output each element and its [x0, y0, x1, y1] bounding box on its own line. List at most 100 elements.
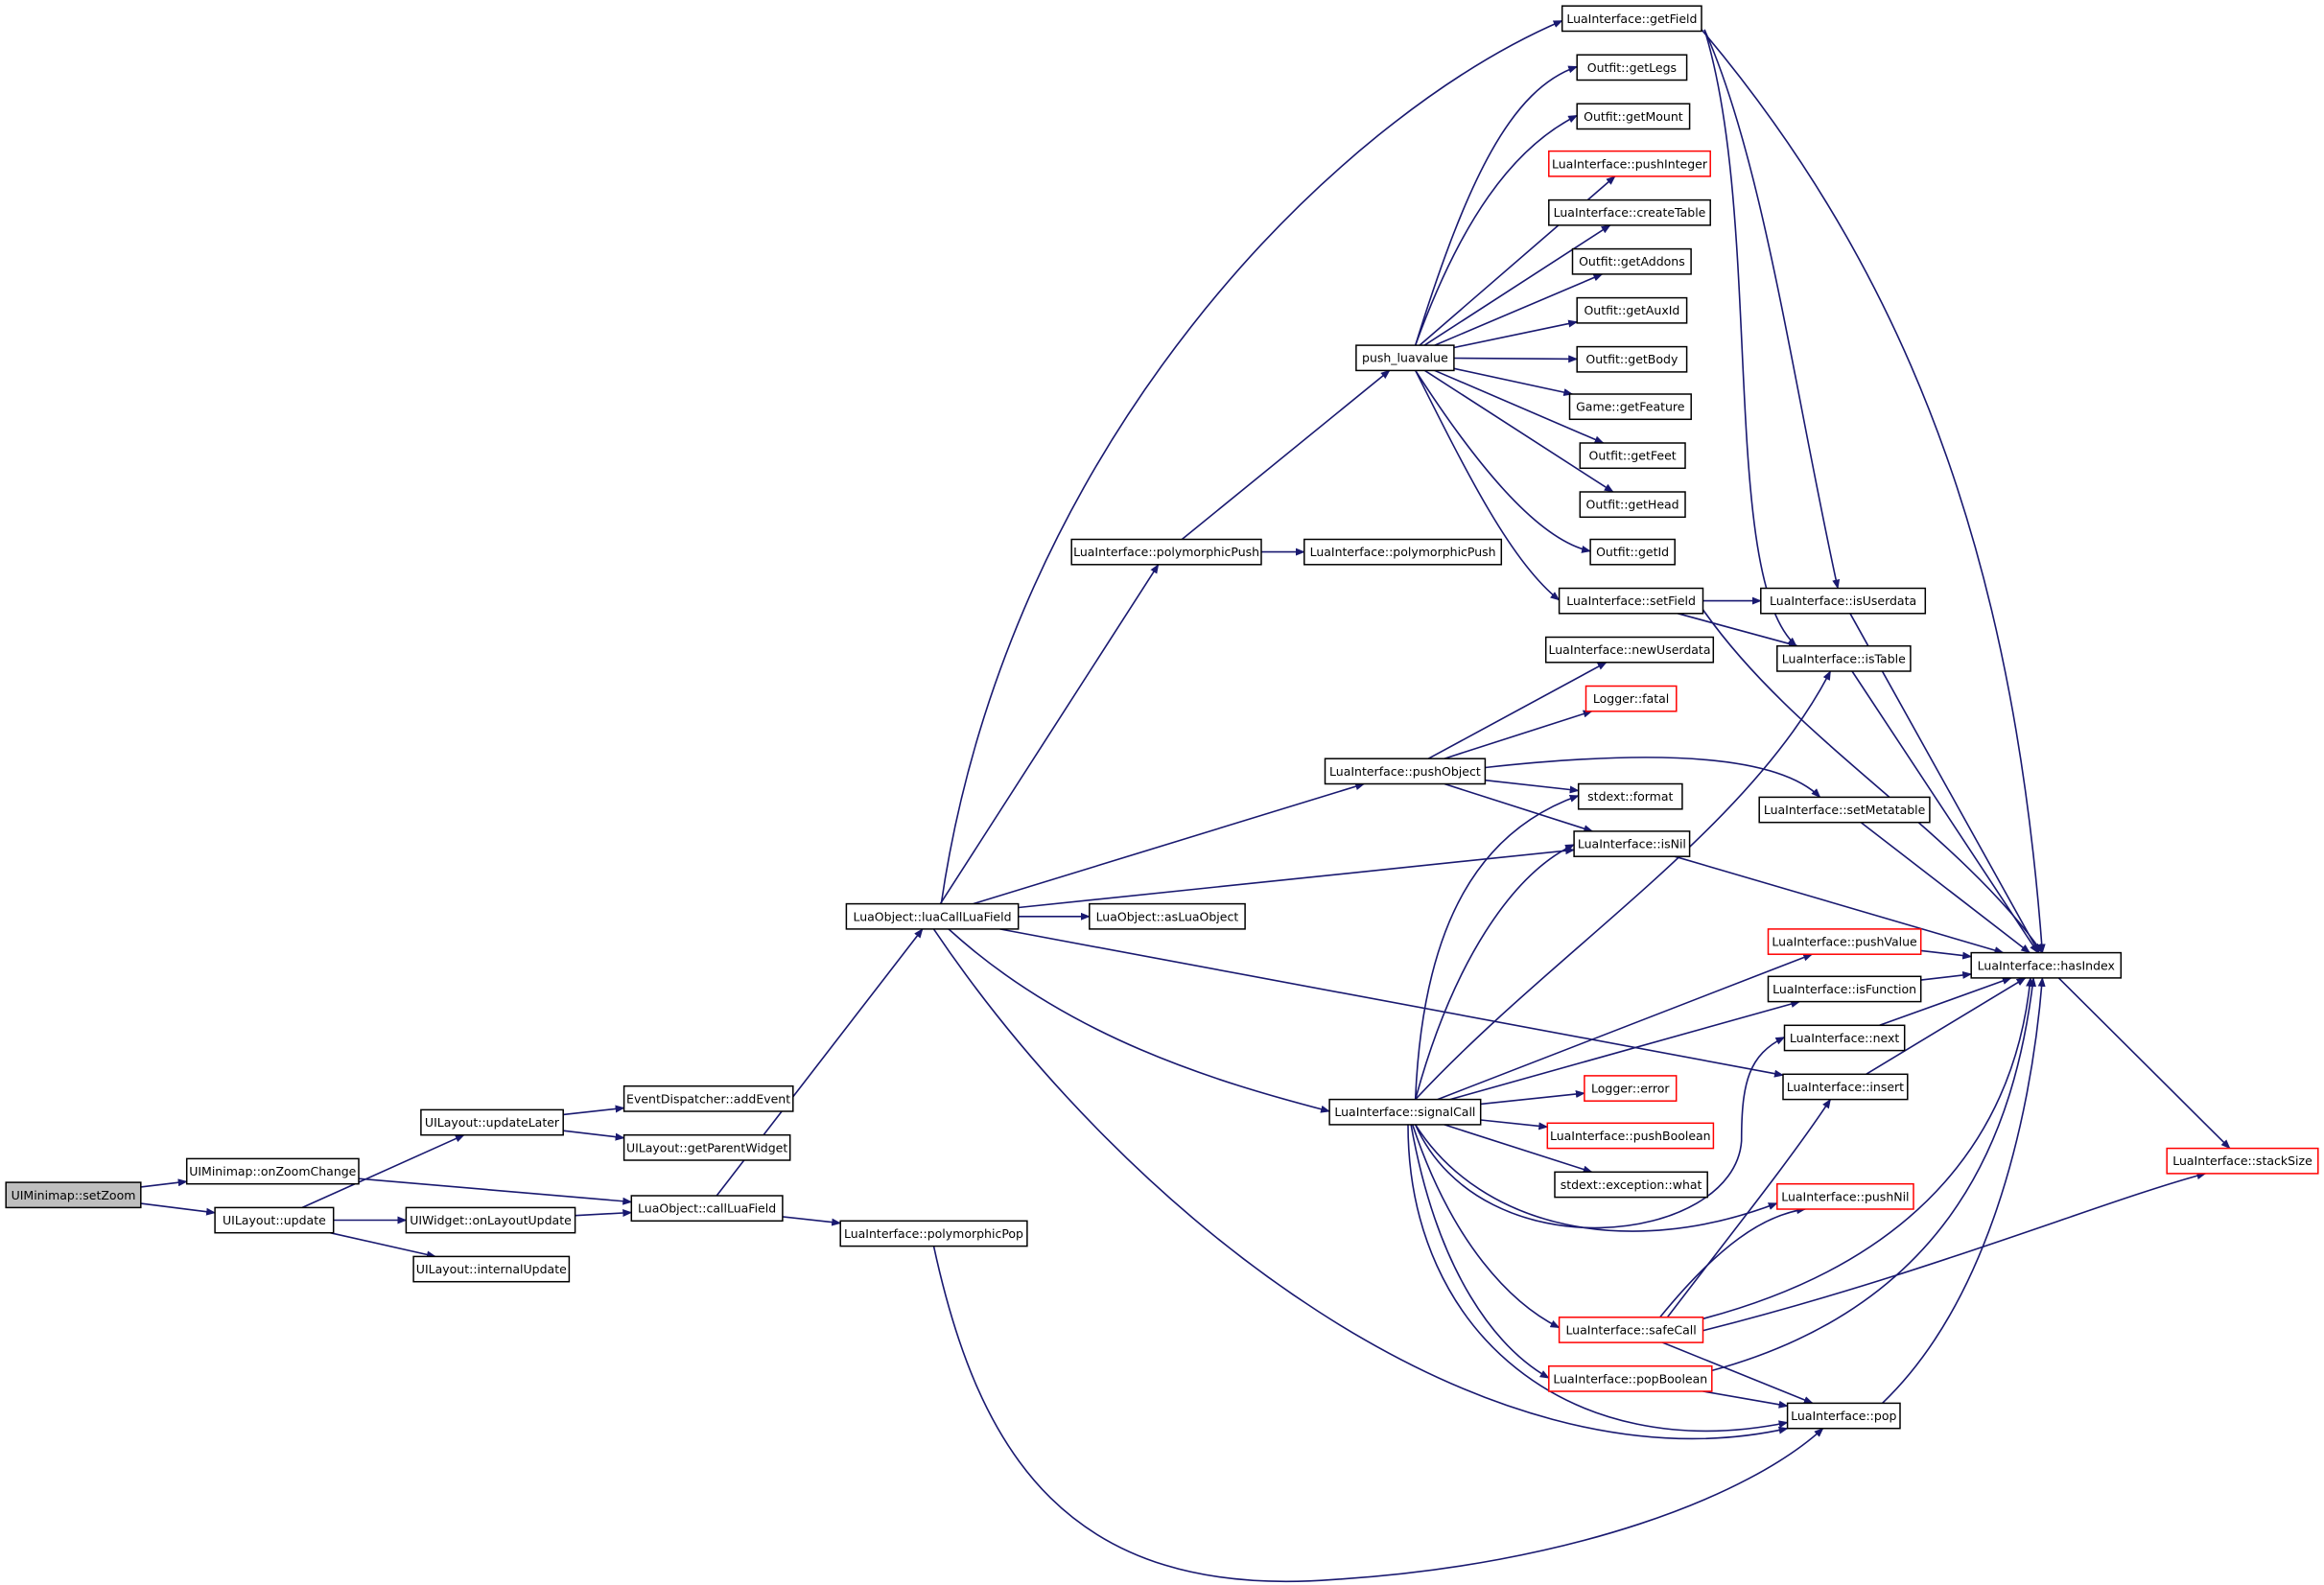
- node-poly-pop[interactable]: LuaInterface::polymorphicPop: [839, 1220, 1028, 1247]
- node-push-object[interactable]: LuaInterface::pushObject: [1324, 758, 1487, 785]
- node-label: UIMinimap::onZoomChange: [189, 1164, 356, 1178]
- node-get-feet[interactable]: Outfit::getFeet: [1579, 442, 1686, 470]
- node-box: [1585, 685, 1678, 712]
- node-poly-push2[interactable]: LuaInterface::polymorphicPush: [1303, 538, 1503, 566]
- node-label: LuaInterface::stackSize: [2172, 1154, 2312, 1168]
- edge-safeCall-to-pop: [1661, 1341, 1814, 1405]
- node-next[interactable]: LuaInterface::next: [1783, 1024, 1906, 1052]
- node-new-userdata[interactable]: LuaInterface::newUserdata: [1544, 636, 1715, 664]
- node-as-lua-object[interactable]: LuaObject::asLuaObject: [1089, 902, 1246, 930]
- node-label: Logger::error: [1591, 1082, 1670, 1096]
- node-signal-call[interactable]: LuaInterface::signalCall: [1328, 1098, 1482, 1126]
- node-box: [1548, 1364, 1713, 1392]
- edge-updateLater-to-getParentWidget: [563, 1130, 625, 1141]
- node-what[interactable]: stdext::exception::what: [1554, 1171, 1708, 1199]
- node-label: LuaInterface::polymorphicPop: [844, 1226, 1023, 1241]
- node-label: stdext::exception::what: [1561, 1177, 1702, 1192]
- node-label: LuaInterface::isTable: [1782, 651, 1906, 665]
- node-box: [1758, 796, 1931, 824]
- node-get-parent-widget[interactable]: UILayout::getParentWidget: [622, 1133, 791, 1161]
- node-stack-size[interactable]: LuaInterface::stackSize: [2166, 1147, 2319, 1175]
- node-internal-update[interactable]: UILayout::internalUpdate: [412, 1255, 571, 1283]
- node-label: UILayout::getParentWidget: [626, 1140, 787, 1154]
- node-error[interactable]: Logger::error: [1584, 1075, 1678, 1102]
- node-label: UILayout::updateLater: [425, 1115, 560, 1130]
- node-push-luavalue[interactable]: push_luavalue: [1355, 344, 1455, 372]
- edge-signalCall-to-safeCall: [1411, 1124, 1561, 1329]
- node-format[interactable]: stdext::format: [1577, 782, 1683, 810]
- node-box: [214, 1206, 335, 1234]
- edge-isTable-to-hasIndex: [1851, 670, 2039, 954]
- node-poly-push1[interactable]: LuaInterface::polymorphicPush: [1070, 538, 1262, 566]
- edge-signalCall-to-pop: [1407, 1124, 1789, 1433]
- node-get-legs[interactable]: Outfit::getLegs: [1576, 54, 1688, 82]
- node-label: EventDispatcher::addEvent: [626, 1091, 790, 1106]
- node-get-aux-id[interactable]: Outfit::getAuxId: [1576, 296, 1688, 324]
- node-box: [622, 1133, 791, 1161]
- node-label: Outfit::getMount: [1584, 109, 1683, 124]
- node-set-zoom[interactable]: UIMinimap::setZoom: [5, 1181, 142, 1209]
- node-box: [1776, 1182, 1914, 1210]
- node-box: [1328, 1098, 1482, 1126]
- node-label: push_luavalue: [1362, 351, 1448, 365]
- node-label: LuaInterface::newUserdata: [1549, 642, 1711, 657]
- node-lua-call-lua-field[interactable]: LuaObject::luaCallLuaField: [845, 902, 1020, 930]
- node-label: LuaInterface::signalCall: [1334, 1105, 1475, 1119]
- node-box: [1767, 928, 1922, 955]
- node-box: [1577, 782, 1683, 810]
- node-is-nil[interactable]: LuaInterface::isNil: [1573, 830, 1691, 857]
- node-push-integer[interactable]: LuaInterface::pushInteger: [1548, 150, 1711, 177]
- node-box: [1548, 198, 1711, 226]
- node-get-mount[interactable]: Outfit::getMount: [1576, 103, 1691, 130]
- node-label: LuaInterface::pushBoolean: [1550, 1129, 1711, 1143]
- node-box: [1546, 1122, 1715, 1150]
- node-pop[interactable]: LuaInterface::pop: [1786, 1402, 1901, 1430]
- edge-luaCallLuaField-to-insert: [999, 928, 1784, 1078]
- node-pop-boolean[interactable]: LuaInterface::popBoolean: [1548, 1364, 1713, 1392]
- edge-luaCallLuaField-to-isNil: [1018, 847, 1576, 909]
- node-box: [1576, 345, 1688, 373]
- node-label: LuaInterface::safeCall: [1565, 1322, 1696, 1337]
- node-update-later[interactable]: UILayout::updateLater: [420, 1108, 564, 1136]
- edge-pushLuavalue-to-setField: [1414, 369, 1561, 601]
- edge-setField-to-hasIndex: [1701, 607, 2044, 954]
- edge-hasIndex-to-stackSize: [2057, 977, 2231, 1150]
- node-ui-layout-update[interactable]: UILayout::update: [214, 1206, 335, 1234]
- node-push-boolean[interactable]: LuaInterface::pushBoolean: [1546, 1122, 1715, 1150]
- edge-pushObject-to-isNil: [1444, 782, 1594, 832]
- node-get-addons[interactable]: Outfit::getAddons: [1571, 247, 1692, 275]
- edge-pushObject-to-format: [1485, 779, 1580, 794]
- edge-signalCall-to-isNil: [1414, 844, 1576, 1100]
- node-get-body[interactable]: Outfit::getBody: [1576, 345, 1688, 373]
- node-is-function[interactable]: LuaInterface::isFunction: [1767, 975, 1922, 1003]
- node-call-lua-field[interactable]: LuaObject::callLuaField: [630, 1195, 784, 1223]
- node-label: UILayout::update: [223, 1213, 326, 1227]
- edge-pushObject-to-setMetatable: [1485, 757, 1821, 799]
- edge-safeCall-to-stackSize: [1702, 1172, 2207, 1332]
- node-fatal[interactable]: Logger::fatal: [1585, 685, 1678, 712]
- edge-insert-to-hasIndex: [1866, 977, 2027, 1075]
- node-get-head[interactable]: Outfit::getHead: [1579, 491, 1686, 519]
- node-has-index[interactable]: LuaInterface::hasIndex: [1970, 951, 2123, 979]
- node-is-table[interactable]: LuaInterface::isTable: [1776, 644, 1912, 672]
- node-box: [1576, 54, 1688, 82]
- node-box: [1554, 1171, 1708, 1199]
- node-create-table[interactable]: LuaInterface::createTable: [1548, 198, 1711, 226]
- node-is-userdata[interactable]: LuaInterface::isUserdata: [1760, 587, 1927, 615]
- node-set-metatable[interactable]: LuaInterface::setMetatable: [1758, 796, 1931, 824]
- edge-getField-to-isTable: [1703, 29, 1797, 647]
- node-box: [1576, 103, 1691, 130]
- node-on-layout-update[interactable]: UIWidget::onLayoutUpdate: [405, 1206, 576, 1234]
- node-add-event[interactable]: EventDispatcher::addEvent: [622, 1084, 794, 1112]
- node-on-zoom-change[interactable]: UIMinimap::onZoomChange: [185, 1157, 360, 1185]
- node-get-id[interactable]: Outfit::getId: [1589, 538, 1676, 566]
- edges-layer: [140, 19, 2231, 1583]
- node-push-value[interactable]: LuaInterface::pushValue: [1767, 928, 1922, 955]
- node-insert[interactable]: LuaInterface::insert: [1782, 1073, 1909, 1101]
- node-safe-call[interactable]: LuaInterface::safeCall: [1558, 1317, 1704, 1343]
- node-set-field[interactable]: LuaInterface::setField: [1558, 587, 1704, 615]
- edge-pushValue-to-hasIndex: [1920, 949, 1973, 960]
- node-push-nil[interactable]: LuaInterface::pushNil: [1776, 1182, 1914, 1210]
- node-get-feature[interactable]: Game::getFeature: [1568, 393, 1692, 421]
- node-get-field[interactable]: LuaInterface::getField: [1561, 5, 1702, 33]
